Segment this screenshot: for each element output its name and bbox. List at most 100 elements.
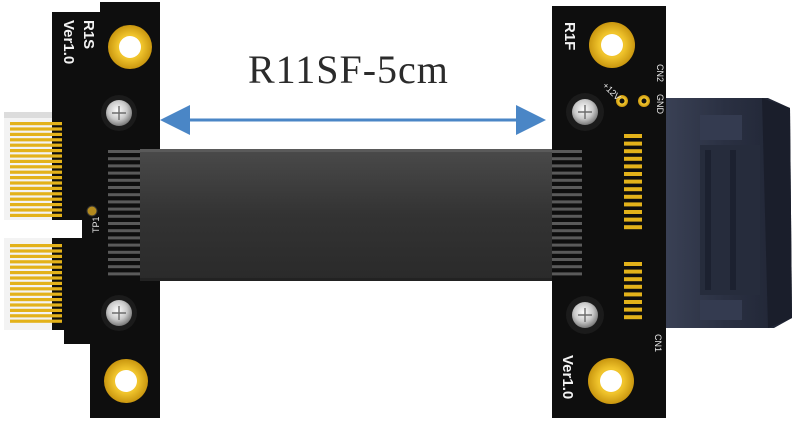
solder-pad [108, 265, 140, 269]
right-cable-solder-pads [552, 150, 582, 276]
solder-pad [108, 250, 140, 254]
gold-finger [10, 287, 62, 291]
solder-pad [552, 186, 582, 189]
contact-pad [624, 307, 642, 312]
right-board-version: Ver1.0 [559, 355, 576, 399]
solder-pad [552, 265, 582, 269]
gold-finger [10, 292, 62, 296]
left-board-name: R1S [80, 20, 97, 49]
gold-finger [10, 271, 62, 275]
gold-finger [10, 276, 62, 280]
solder-pad [108, 164, 140, 168]
contact-pad [624, 149, 642, 154]
right-bottom-mount-hole [588, 358, 634, 404]
gold-finger [10, 249, 62, 253]
solder-pad [552, 250, 582, 254]
contact-pad [624, 225, 642, 230]
solder-pad [108, 222, 140, 225]
solder-pad [108, 171, 140, 175]
contact-pad [624, 172, 642, 176]
solder-pad [552, 272, 582, 276]
solder-pad [108, 193, 140, 197]
solder-pad [108, 207, 140, 211]
gold-finger [10, 203, 62, 207]
contact-pad [624, 179, 642, 184]
gold-finger [10, 132, 62, 136]
contact-pad [624, 202, 642, 207]
gold-finger [10, 192, 62, 196]
solder-pad [552, 207, 582, 211]
contact-pad [624, 187, 642, 192]
pcie-slot-connector [660, 98, 792, 328]
contact-pad [624, 292, 642, 297]
left-testpoint-label: TP1 [91, 216, 101, 233]
left-cable-solder-pads [108, 150, 140, 276]
gold-finger [10, 208, 62, 212]
solder-pad [108, 214, 140, 218]
solder-pad [108, 236, 140, 240]
contact-pad [624, 194, 642, 199]
left-top-screw [101, 95, 137, 131]
solder-pad [552, 258, 582, 261]
gold-finger [10, 149, 62, 153]
solder-pad [108, 178, 140, 182]
solder-pad [108, 258, 140, 261]
gold-finger [10, 314, 62, 318]
left-bottom-screw [101, 295, 137, 331]
solder-pad [552, 178, 582, 182]
contact-pad [624, 315, 642, 320]
cable-length-title: R11SF-5cm [248, 47, 449, 92]
right-riser-board: R1F Ver1.0 CN2 GND CN1 +12V [552, 6, 666, 418]
contact-pad [624, 262, 642, 266]
contact-pad [624, 277, 642, 282]
contact-pad [624, 210, 642, 214]
solder-pad [552, 157, 582, 161]
solder-pad [552, 229, 582, 233]
right-contacts-bottom [624, 262, 642, 320]
contact-pad [624, 300, 642, 304]
gold-finger [10, 265, 62, 269]
gold-finger [10, 260, 62, 264]
left-board-version: Ver1.0 [60, 20, 77, 64]
gold-finger [10, 122, 62, 126]
contact-pad [624, 284, 642, 289]
gold-finger [10, 303, 62, 307]
gold-finger [10, 319, 62, 323]
solder-pad [552, 214, 582, 218]
gold-finger [10, 308, 62, 312]
left-bottom-mount-hole [104, 359, 148, 403]
gold-finger [10, 127, 62, 131]
gold-finger [10, 186, 62, 190]
gold-finger [10, 254, 62, 258]
left-top-mount-hole [108, 25, 152, 69]
gold-finger [10, 154, 62, 158]
gold-finger [10, 197, 62, 201]
contact-pad [624, 164, 642, 169]
solder-pad [108, 186, 140, 189]
gold-finger [10, 165, 62, 169]
gold-finger [10, 143, 62, 147]
solder-pad [108, 229, 140, 233]
gold-finger [10, 298, 62, 302]
solder-pad [108, 157, 140, 161]
ribbon-cable [140, 149, 552, 281]
left-riser-board: TP1 R1S Ver1.0 [4, 2, 160, 418]
solder-pad [552, 171, 582, 175]
gold-finger [10, 138, 62, 142]
solder-pad [552, 243, 582, 247]
left-contacts-top [10, 122, 62, 217]
right-connector-label-top: CN2 [655, 64, 665, 82]
contact-pad [624, 217, 642, 222]
contact-pad [624, 156, 642, 161]
solder-pad [108, 150, 140, 153]
contact-pad [624, 134, 642, 138]
gold-finger [10, 281, 62, 285]
solder-pad [552, 150, 582, 153]
gold-finger [10, 176, 62, 180]
gold-finger [10, 170, 62, 174]
solder-pad [552, 222, 582, 225]
gold-finger [10, 213, 62, 217]
right-board-name: R1F [561, 22, 578, 50]
right-gnd-label: GND [655, 94, 665, 115]
